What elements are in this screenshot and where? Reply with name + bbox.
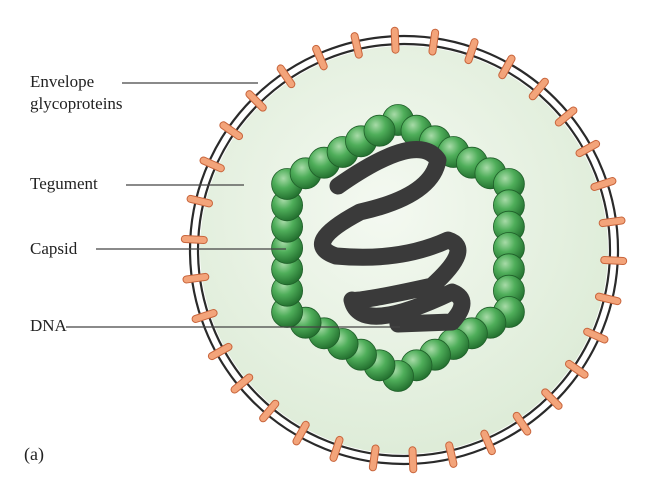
glycoprotein-spike [583, 327, 610, 344]
glycoprotein-spike [601, 256, 627, 264]
panel-label: (a) [24, 444, 44, 464]
glycoprotein-spike [181, 235, 207, 243]
glycoprotein-spike [311, 44, 328, 71]
label-capsid: Capsid [30, 239, 77, 259]
label-tegument: Tegument [30, 174, 98, 194]
capsomer [364, 115, 395, 146]
label-envelope-glycoproteins-line2: glycoproteins [30, 94, 123, 114]
glycoprotein-spike [540, 387, 563, 410]
glycoprotein-spike [409, 447, 417, 473]
label-envelope-glycoproteins-line1: Envelope [30, 72, 94, 92]
glycoprotein-spike [199, 156, 226, 173]
label-dna: DNA [30, 316, 67, 336]
glycoprotein-spike [391, 27, 399, 53]
glycoprotein-spike [244, 89, 267, 112]
glycoprotein-spike [480, 429, 497, 456]
